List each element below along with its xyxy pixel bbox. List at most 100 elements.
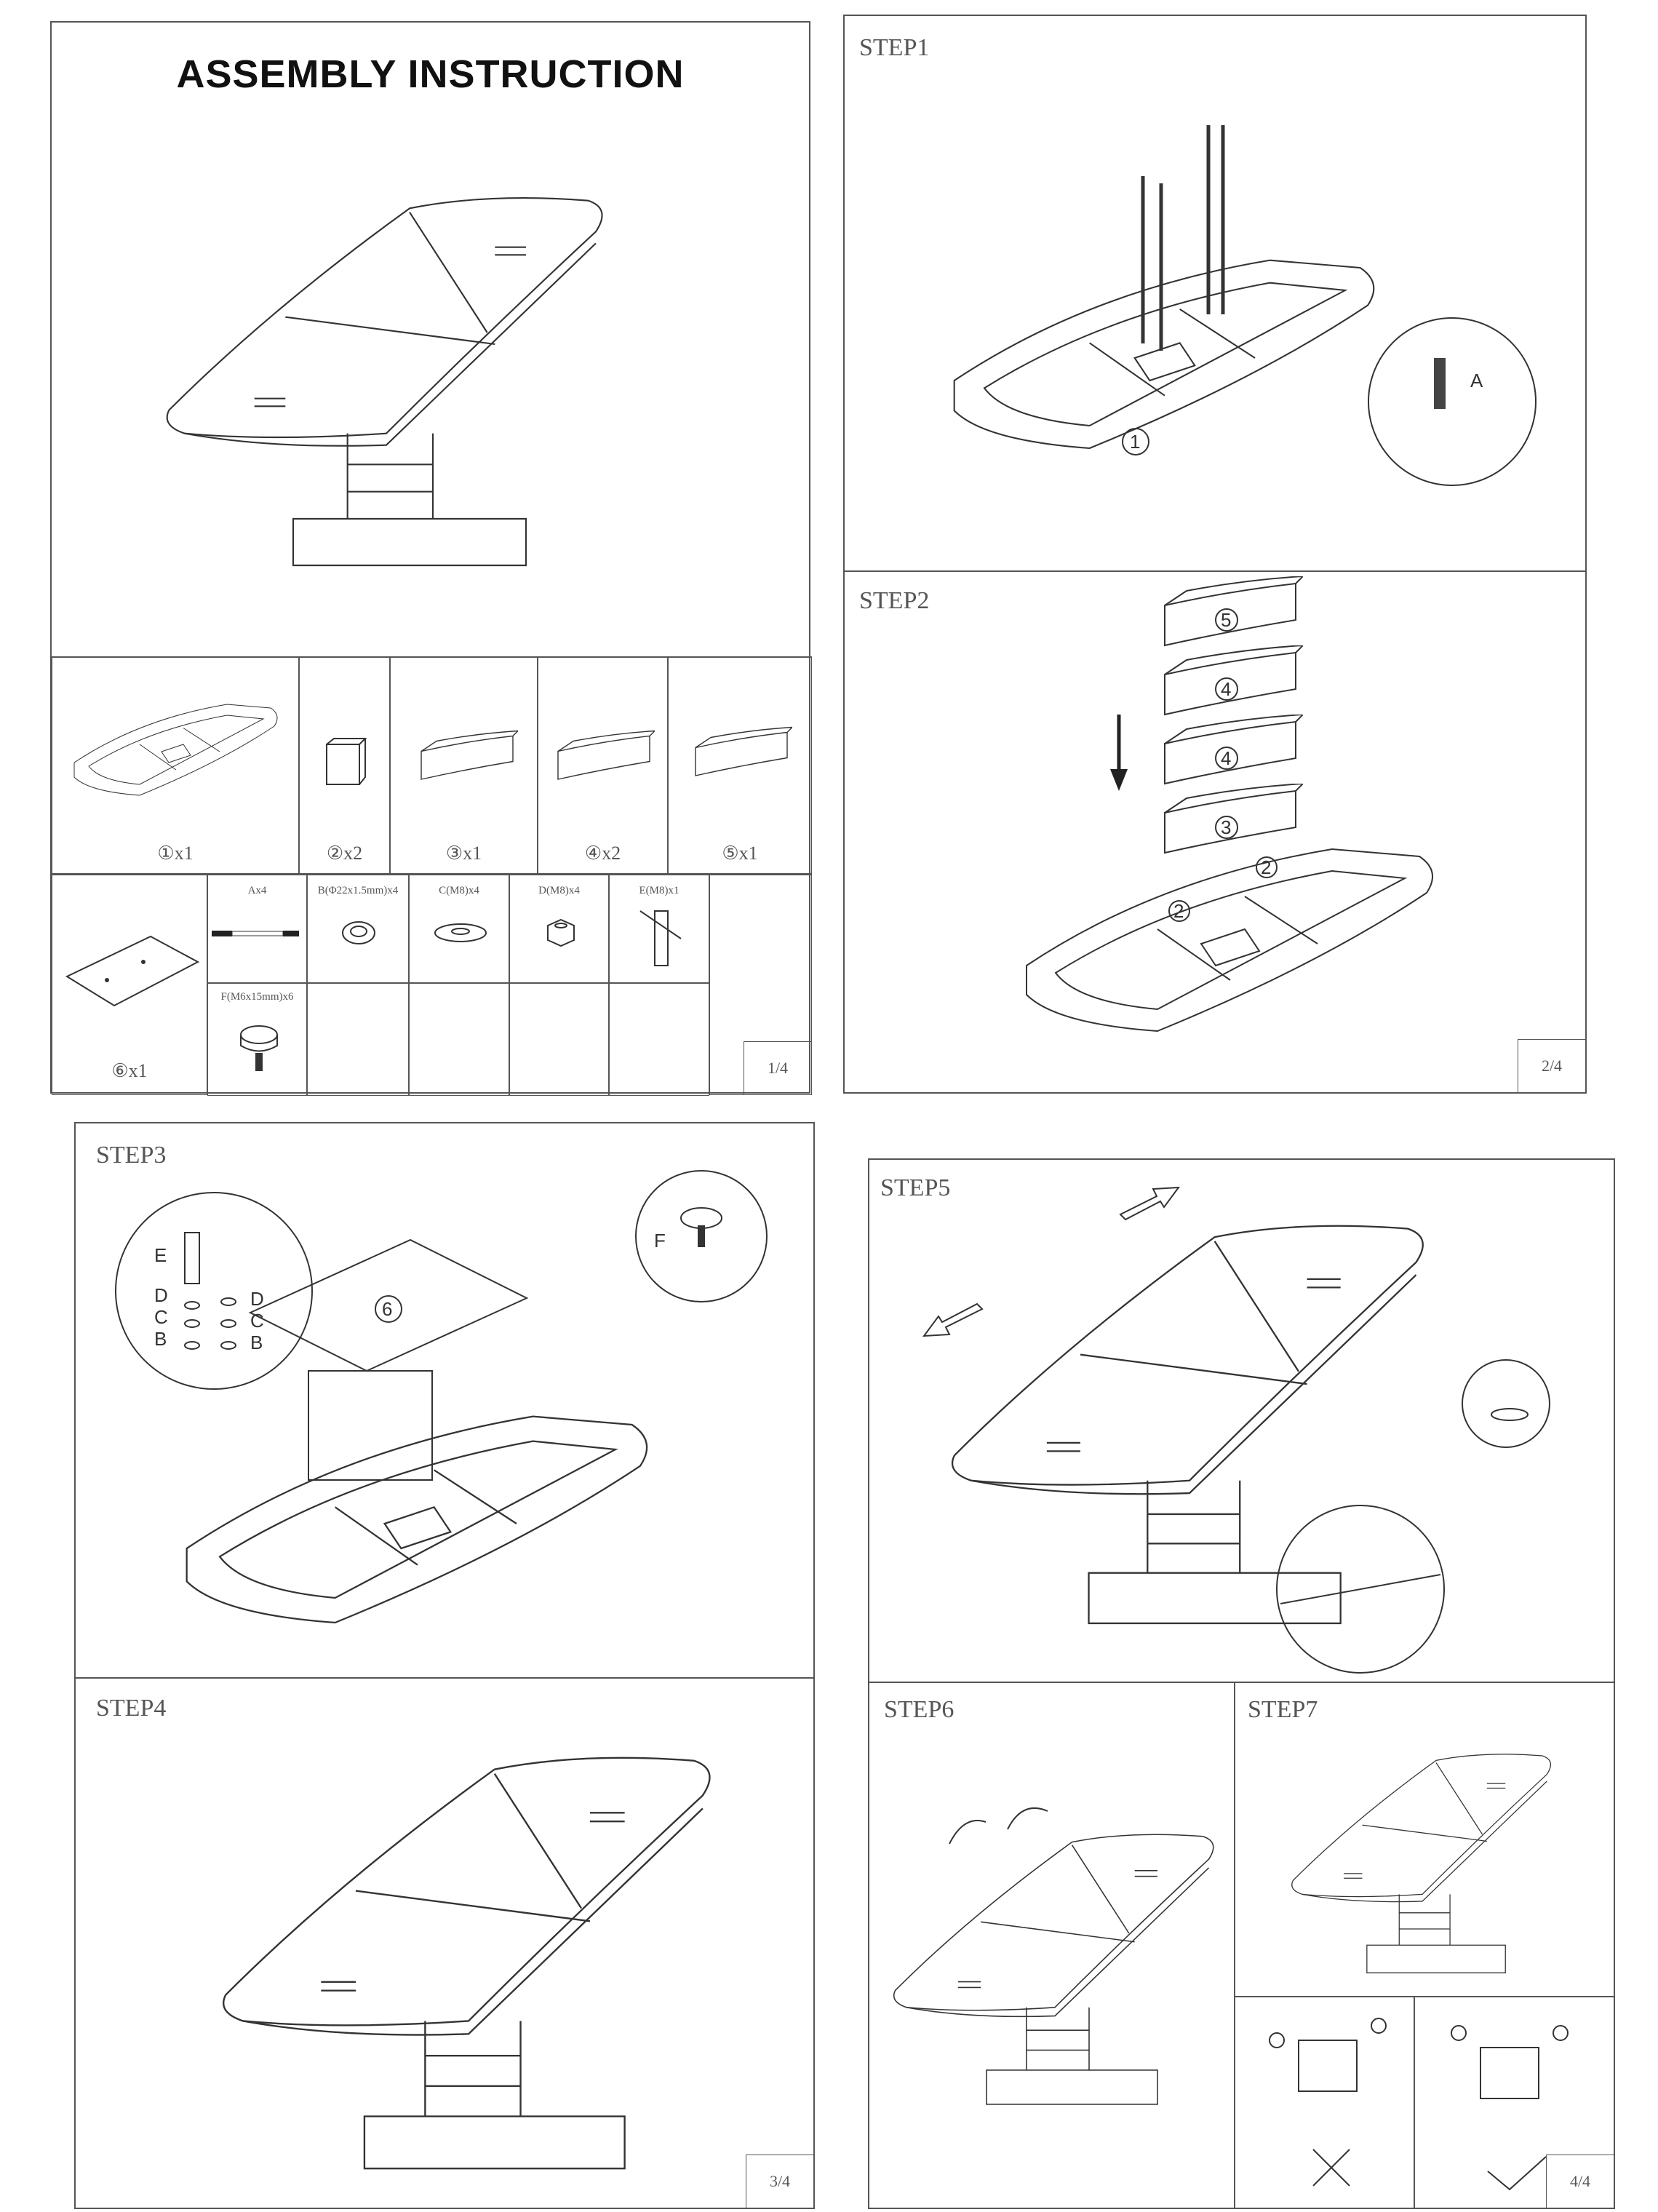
- frame-illustration: [67, 693, 285, 810]
- hardware-label: Ax4: [247, 885, 267, 896]
- hardware-label: F(M6x15mm)x6: [220, 991, 294, 1003]
- extend-arrow-icon: [1119, 1186, 1181, 1221]
- empty-cell: [509, 983, 609, 1096]
- empty-cell: [609, 983, 709, 1096]
- part-label: ⑤x1: [722, 843, 758, 864]
- step-3-assembly-illustration: 6: [248, 1238, 529, 1481]
- callout-label-b: B: [250, 1332, 263, 1353]
- part-number-3: 3: [1221, 816, 1231, 838]
- hardware-label: B(Φ22x1.5mm)x4: [317, 885, 399, 896]
- step-7-heading: STEP7: [1248, 1696, 1318, 1723]
- check-icon: [1487, 2156, 1547, 2191]
- leveling-foot-illustration: [240, 1025, 278, 1071]
- step-3-heading: STEP3: [96, 1142, 167, 1169]
- part-number-6: 6: [382, 1298, 392, 1320]
- bolt-illustration: [212, 931, 299, 936]
- hardware-e-cell: E(M8)x1: [609, 874, 709, 983]
- part-number-1: 1: [1130, 431, 1140, 453]
- flip-arrow-icon: [949, 1807, 1048, 1845]
- page-1: ASSEMBLY INSTRUCTION ①x1 ②x2 ③x1 ④x2: [50, 21, 812, 1096]
- part-5-cell: ⑤x1: [668, 656, 812, 874]
- page-4: STEP5 STEP6 STEP7 4/4: [868, 1158, 1615, 2209]
- incorrect-lifting-illustration: [1269, 2018, 1387, 2187]
- hardware-c-cell: C(M8)x4: [409, 874, 509, 983]
- table-overview-illustration: [154, 175, 619, 583]
- part-number-2: 2: [1261, 856, 1271, 878]
- step-2-frame-illustration: 2 2: [1012, 824, 1448, 1064]
- part-label: ③x1: [445, 843, 482, 864]
- empty-cell: [409, 983, 509, 1096]
- hardware-b-cell: B(Φ22x1.5mm)x4: [307, 874, 409, 983]
- page-number: 4/4: [1546, 2155, 1614, 2208]
- step-2-stack-illustration: 5 4 4 3: [1164, 576, 1303, 854]
- down-arrow-icon: [1110, 715, 1128, 791]
- step-6-table-illustration: [884, 1815, 1226, 2120]
- hardware-label: C(M8)x4: [439, 885, 479, 896]
- part-label: ⑥x1: [111, 1060, 148, 1081]
- callout-label-b: B: [154, 1328, 167, 1350]
- step-3-frame-illustration: [170, 1393, 665, 1655]
- callout-label-c: C: [154, 1306, 168, 1328]
- cross-icon: [1312, 2149, 1350, 2187]
- foot-detail-callout: [1462, 1359, 1550, 1448]
- detail-callout-a: A: [1368, 317, 1537, 486]
- part-6-cell: ⑥x1: [52, 874, 207, 1095]
- callout-label-d: D: [154, 1284, 168, 1306]
- step-2-heading: STEP2: [859, 587, 930, 614]
- part-2-cell: ②x2: [299, 656, 390, 874]
- socket-wrench-illustration: [639, 910, 682, 966]
- extend-arrow-icon: [922, 1302, 984, 1337]
- page-3: STEP3 E D C B D C B F 6 STEP4 3/4: [74, 1122, 815, 2209]
- hardware-label: D(M8)x4: [538, 885, 580, 896]
- pedestal-block-illustration: [690, 726, 792, 784]
- correct-lifting-illustration: [1451, 2025, 1569, 2191]
- step-1-heading: STEP1: [859, 34, 930, 61]
- hex-nut-illustration: [547, 918, 575, 947]
- callout-label-f: F: [654, 1230, 666, 1252]
- page-number: 2/4: [1518, 1039, 1585, 1092]
- hardware-label: E(M8)x1: [639, 885, 679, 896]
- part-4-cell: ④x2: [538, 656, 668, 874]
- part-label: ④x2: [584, 843, 621, 864]
- step-1-frame-illustration: 1: [939, 227, 1390, 455]
- page-number: 3/4: [746, 2155, 813, 2208]
- divider: [1234, 1996, 1614, 1997]
- part-1-cell: ①x1: [52, 656, 299, 874]
- step-7-table-illustration: [1277, 1742, 1568, 1982]
- step-6-heading: STEP6: [884, 1696, 954, 1723]
- divider: [1414, 1996, 1415, 2208]
- part-3-cell: ③x1: [390, 656, 538, 874]
- part-number-4: 4: [1221, 678, 1231, 700]
- hardware-f-cell: F(M6x15mm)x6: [207, 983, 307, 1096]
- part-label: ①x1: [157, 843, 194, 864]
- latch-detail-callout: [1276, 1505, 1445, 1674]
- foot-detail-callout: F: [635, 1170, 768, 1302]
- flat-washer-illustration: [342, 921, 375, 944]
- callout-label-d: D: [250, 1288, 264, 1310]
- page-2: STEP1 1 A STEP2 5 4 4 3 2 2 2/4: [843, 15, 1587, 1094]
- part-number-5: 5: [1221, 609, 1231, 631]
- step-4-heading: STEP4: [96, 1695, 167, 1722]
- spacer-block-illustration: [326, 738, 367, 785]
- step-4-table-illustration: [185, 1735, 752, 2186]
- callout-label-a: A: [1470, 370, 1483, 391]
- callout-label-e: E: [154, 1244, 167, 1266]
- hardware-d-cell: D(M8)x4: [509, 874, 609, 983]
- part-label: ②x2: [326, 843, 363, 864]
- empty-cell: [307, 983, 409, 1096]
- pedestal-block-illustration: [553, 730, 655, 788]
- top-plate-illustration: [65, 935, 200, 1007]
- callout-label-c: C: [250, 1310, 264, 1332]
- empty-cell: 1/4: [709, 874, 812, 1095]
- hardware-a-cell: Ax4: [207, 874, 307, 983]
- hardware-detail-callout: E D C B D C B: [115, 1192, 313, 1390]
- spring-washer-illustration: [434, 923, 487, 942]
- page-number: 1/4: [744, 1041, 811, 1094]
- page-title: ASSEMBLY INSTRUCTION: [176, 52, 685, 96]
- step-5-heading: STEP5: [880, 1174, 951, 1201]
- part-number-4: 4: [1221, 747, 1231, 769]
- pedestal-block-illustration: [416, 730, 518, 788]
- part-number-2: 2: [1173, 900, 1184, 922]
- parts-list: ①x1 ②x2 ③x1 ④x2 ⑤x1 ⑥x1: [52, 656, 812, 1096]
